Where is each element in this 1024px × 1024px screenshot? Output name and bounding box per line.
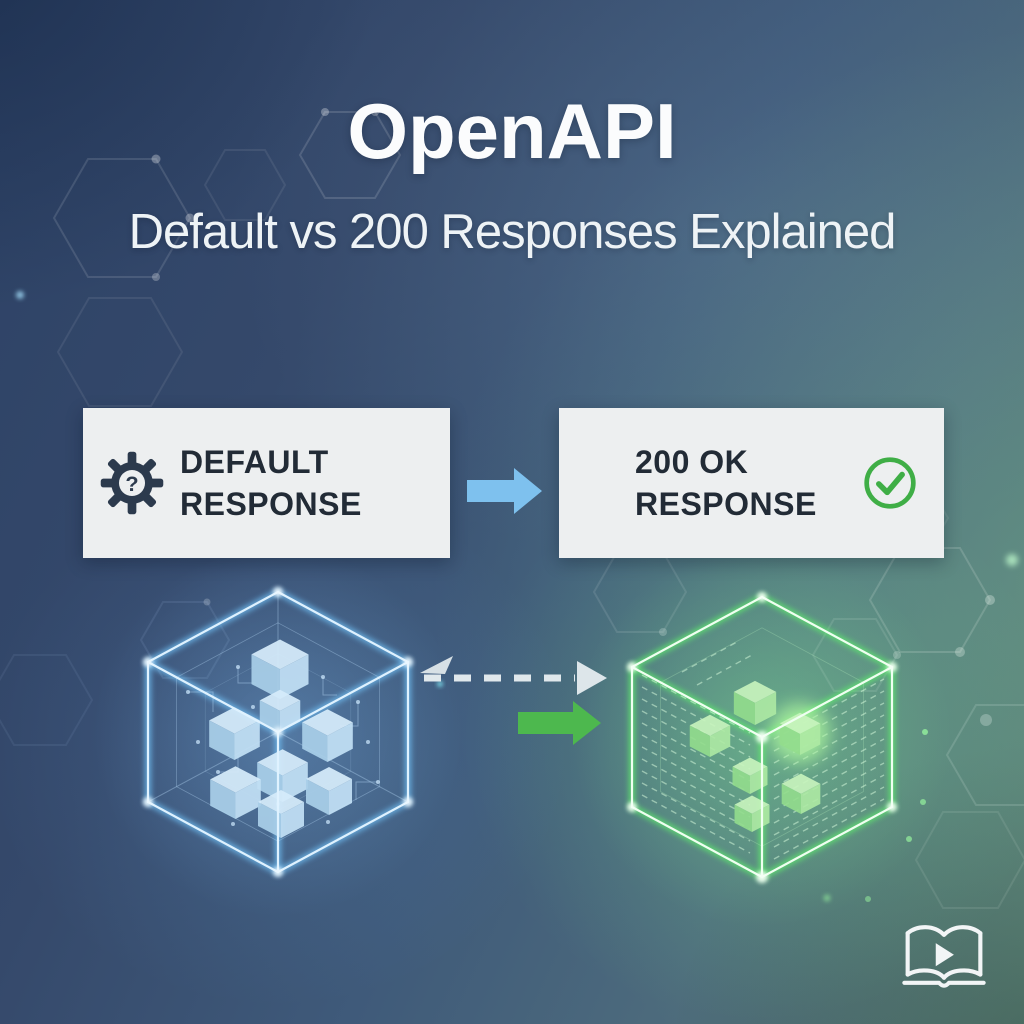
page-title: OpenAPI [347, 87, 677, 175]
default-response-card: ? DEFAULT RESPONSE [83, 408, 450, 558]
green-wireframe-cube-illustration [572, 547, 952, 927]
question-mark-glyph: ? [125, 471, 138, 496]
blue-wireframe-cube-illustration [93, 547, 463, 917]
play-triangle-icon [935, 943, 954, 967]
default-card-label-line1: DEFAULT [180, 443, 329, 480]
blue-right-arrow-icon [467, 468, 542, 514]
dashed-right-arrow-icon [420, 656, 607, 695]
ok-card-label-line1: 200 OK [635, 443, 749, 480]
ok-response-card: 200 OK RESPONSE [559, 408, 944, 558]
ok-card-label-line2: RESPONSE [635, 486, 817, 522]
gear-question-icon: ? [100, 451, 164, 515]
default-card-label-line2: RESPONSE [180, 486, 362, 522]
check-circle-icon [864, 457, 916, 509]
green-right-arrow-icon [518, 701, 601, 745]
page-subtitle: Default vs 200 Responses Explained [128, 205, 897, 259]
code-text-effect [641, 641, 885, 860]
book-play-logo-icon [902, 925, 986, 988]
